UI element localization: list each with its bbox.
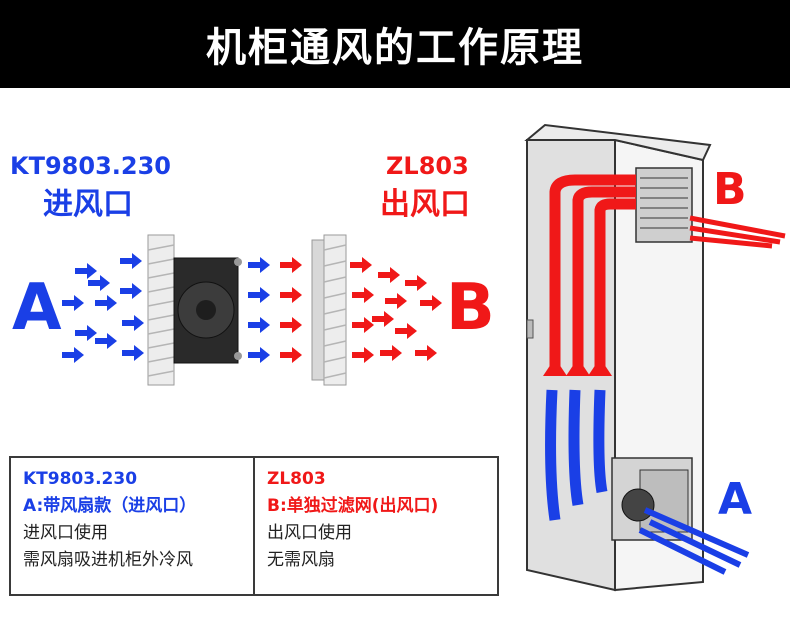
cabinet-airflow — [545, 174, 786, 575]
label-b: B — [446, 271, 495, 345]
cabinet-label-a: A — [718, 474, 753, 525]
label-a: A — [12, 271, 62, 345]
inlet-air-arrows — [62, 253, 144, 363]
outlet-info-model: ZL803 — [267, 469, 326, 489]
inlet-info-model: KT9803.230 — [23, 469, 138, 489]
info-table: KT9803.230 A:带风扇款（进风口） 进风口使用 需风扇吸进机柜外冷风 … — [9, 456, 499, 596]
inlet-info-line2: 需风扇吸进机柜外冷风 — [23, 550, 193, 570]
outlet-info-line1: 出风口使用 — [267, 523, 352, 543]
inlet-info: KT9803.230 A:带风扇款（进风口） 进风口使用 需风扇吸进机柜外冷风 — [11, 458, 255, 594]
title-banner: 机柜通风的工作原理 — [0, 0, 790, 88]
outlet-filter-unit — [311, 234, 347, 386]
inlet-name: 进风口 — [43, 187, 133, 222]
outlet-info-type: B:单独过滤网(出风口) — [267, 496, 439, 516]
cabinet-arrowheads — [543, 358, 612, 376]
transfer-air-arrows — [248, 257, 302, 363]
inlet-info-line1: 进风口使用 — [23, 523, 108, 543]
outlet-info: ZL803 B:单独过滤网(出风口) 出风口使用 无需风扇 — [255, 458, 497, 594]
fan-filter-unit — [147, 234, 242, 386]
outlet-model: ZL803 — [386, 152, 469, 180]
outlet-name: 出风口 — [380, 187, 470, 222]
outlet-info-line2: 无需风扇 — [267, 550, 335, 570]
page-title: 机柜通风的工作原理 — [206, 25, 584, 71]
inlet-model: KT9803.230 — [10, 152, 171, 180]
inlet-info-type: A:带风扇款（进风口） — [23, 496, 197, 516]
outlet-air-arrows — [350, 257, 442, 363]
cabinet-label-b: B — [713, 164, 747, 215]
